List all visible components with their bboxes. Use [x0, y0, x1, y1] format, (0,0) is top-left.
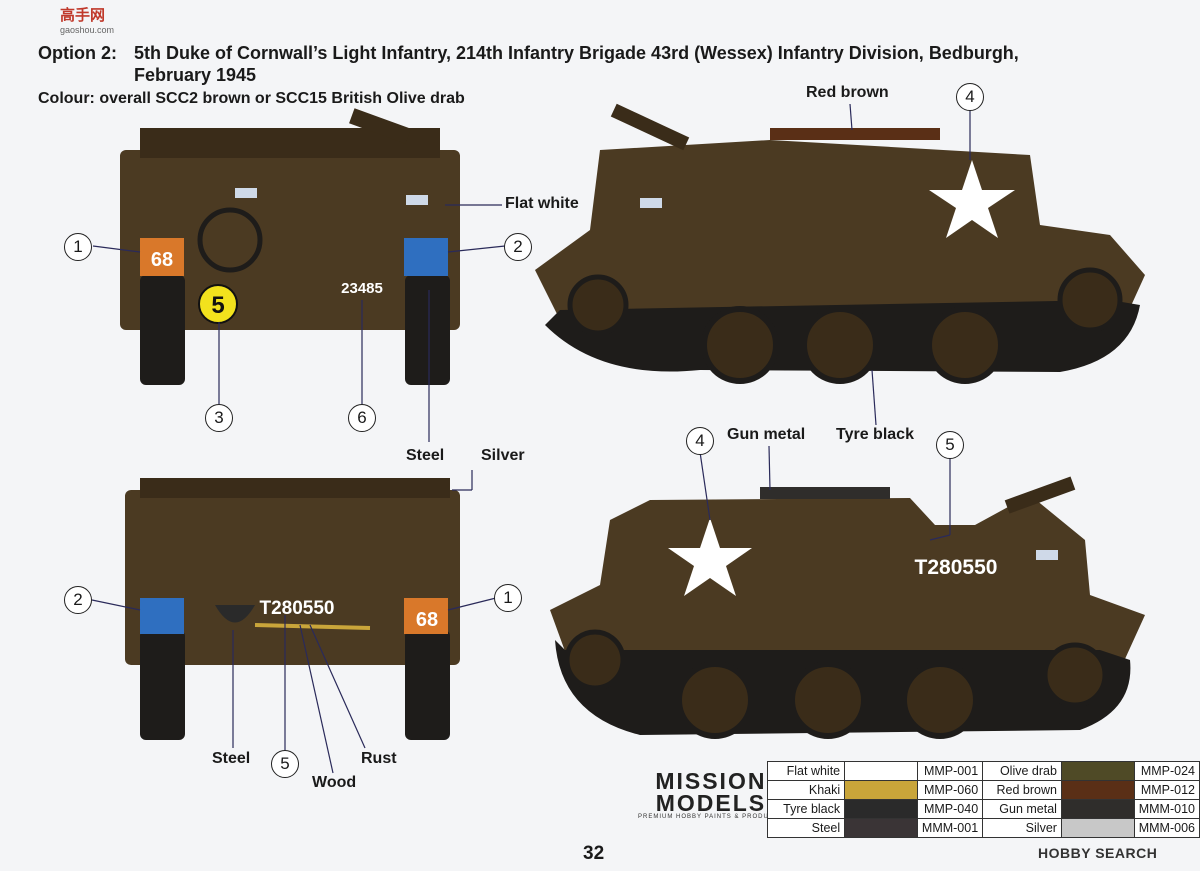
paint-swatch [844, 799, 918, 819]
paint-code: MMP-024 [1133, 761, 1200, 781]
plate-68-front: 68 [151, 249, 173, 271]
watermark-logo: 高手网 gaoshou.com [60, 7, 115, 35]
page-number: 32 [583, 843, 605, 864]
front-view [120, 108, 460, 385]
paint-code: MMP-040 [916, 799, 984, 819]
paint-swatch [844, 818, 918, 838]
paint-name: Red brown [982, 780, 1062, 800]
mission-models-logo: MISSION MODELS PREMIUM HOBBY PAINTS & PR… [638, 768, 784, 821]
label-gun-metal: Gun metal [727, 426, 806, 443]
option-title-line2: February 1945 [134, 65, 257, 85]
serial-rear: T280550 [259, 598, 334, 619]
side-view-right [535, 103, 1145, 384]
hobby-search-watermark: HOBBY SEARCH [1038, 845, 1158, 861]
callout-5-rear: 5 [271, 750, 299, 778]
label-flat-white: Flat white [505, 195, 579, 212]
paint-code: MMM-006 [1133, 818, 1200, 838]
paint-swatch [1060, 818, 1135, 838]
label-red-brown: Red brown [806, 84, 889, 101]
paint-name: Olive drab [982, 761, 1062, 781]
paint-swatch [1060, 799, 1135, 819]
paint-name: Silver [982, 818, 1062, 838]
label-wood: Wood [312, 774, 357, 791]
paint-name: Khaki [766, 780, 846, 800]
paint-swatch [1060, 761, 1135, 781]
paint-code: MMP-001 [916, 761, 984, 781]
paint-code: MMM-001 [916, 818, 984, 838]
paint-code: MMP-060 [916, 780, 984, 800]
paint-swatch [844, 780, 918, 800]
paint-code: MMP-012 [1133, 780, 1200, 800]
callout-4-top: 4 [956, 83, 984, 111]
label-rust: Rust [361, 750, 397, 767]
plate-68-rear: 68 [416, 609, 438, 631]
serial-front: 23485 [341, 280, 383, 297]
label-tyre-black: Tyre black [836, 426, 914, 443]
option-label: Option 2: [38, 43, 117, 63]
paint-name: Steel [766, 818, 846, 838]
label-steel-bottom: Steel [212, 750, 251, 767]
callout-2-rear: 2 [64, 586, 92, 614]
label-silver: Silver [481, 447, 525, 464]
callout-5-side: 5 [936, 431, 964, 459]
label-steel-top: Steel [406, 447, 445, 464]
callout-1-rear: 1 [494, 584, 522, 612]
circle-5-marking: 5 [211, 292, 224, 319]
paint-name: Flat white [766, 761, 846, 781]
callout-1-front: 1 [64, 233, 92, 261]
callout-2-front: 2 [504, 233, 532, 261]
colour-note: Colour: overall SCC2 brown or SCC15 Brit… [38, 90, 465, 107]
callout-3: 3 [205, 404, 233, 432]
paint-code: MMM-010 [1133, 799, 1200, 819]
callout-6: 6 [348, 404, 376, 432]
option-title: 5th Duke of Cornwall’s Light Infantry, 2… [134, 43, 1019, 63]
page-header: Option 2: 5th Duke of Cornwall’s Light I… [38, 42, 1019, 110]
paint-swatch [844, 761, 918, 781]
paint-name: Tyre black [766, 799, 846, 819]
side-view-left [550, 476, 1145, 739]
leader-lines [91, 103, 971, 774]
serial-side: T280550 [915, 556, 998, 579]
rear-view [125, 478, 460, 740]
paint-swatch [1060, 780, 1135, 800]
callout-4-bottom: 4 [686, 427, 714, 455]
paint-name: Gun metal [982, 799, 1062, 819]
